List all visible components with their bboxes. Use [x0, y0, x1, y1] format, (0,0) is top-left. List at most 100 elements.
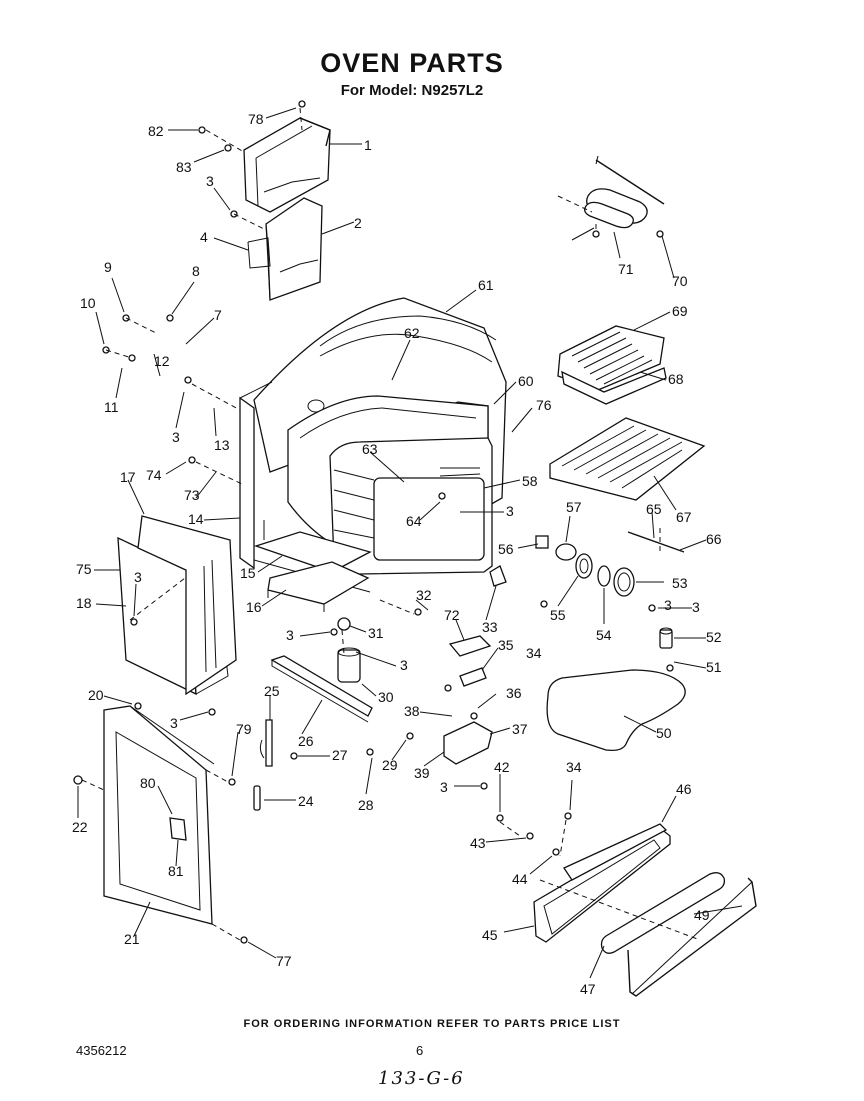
callout-label: 38	[404, 703, 420, 719]
oven-gasket-50	[546, 669, 686, 752]
screw-hardware	[73, 100, 674, 944]
callout-labels: 78 82 1 83 3 2 4 9 8 7 10 12 11 3 13 61 …	[72, 111, 722, 997]
oven-door-21	[103, 705, 215, 925]
callout-label: 13	[214, 437, 230, 453]
handwritten-note: 133-G-6	[378, 1068, 465, 1089]
callout-label: 8	[192, 263, 200, 279]
callout-label: 2	[354, 215, 362, 231]
callout-label: 57	[566, 499, 582, 515]
drawer-handle-47	[600, 872, 726, 954]
callout-label: 34	[526, 645, 542, 661]
callout-label: 22	[72, 819, 88, 835]
callout-label: 28	[358, 797, 374, 813]
rod-65	[627, 528, 685, 553]
leader-lines	[77, 107, 743, 979]
callout-label: 4	[200, 229, 208, 245]
callout-label: 27	[332, 747, 348, 763]
drip-tray-16	[267, 561, 370, 612]
callout-label: 67	[676, 509, 692, 525]
bottom-frame-15	[253, 531, 372, 573]
trim-rod-70	[595, 155, 665, 205]
callout-label: 51	[706, 659, 722, 675]
callout-label: 79	[236, 721, 252, 737]
callout-label: 25	[264, 683, 280, 699]
callout-label: 3	[440, 779, 448, 795]
callout-label: 58	[522, 473, 538, 489]
callout-label: 3	[664, 597, 672, 613]
callout-label: 45	[482, 927, 498, 943]
callout-label: 66	[706, 531, 722, 547]
callout-label: 24	[298, 793, 314, 809]
callout-label: 18	[76, 595, 92, 611]
callout-label: 54	[596, 627, 612, 643]
side-panel-17	[137, 515, 237, 696]
callout-label: 44	[512, 871, 528, 887]
callout-label: 46	[676, 781, 692, 797]
thermostat-30	[337, 647, 361, 683]
oven-front-frame-58	[329, 437, 493, 575]
callout-label: 21	[124, 931, 140, 947]
callout-label: 69	[672, 303, 688, 319]
callout-label: 77	[276, 953, 292, 969]
hinge-pin-24	[253, 785, 261, 811]
ordering-note: FOR ORDERING INFORMATION REFER TO PARTS …	[243, 1018, 621, 1030]
callout-label: 10	[80, 295, 96, 311]
broiler-grid-69	[557, 325, 665, 391]
callout-label: 3	[400, 657, 408, 673]
alignment-dashes	[81, 107, 701, 941]
callout-label: 62	[404, 325, 420, 341]
callout-label: 61	[478, 277, 494, 293]
callout-label: 3	[206, 173, 214, 189]
callout-label: 29	[382, 757, 398, 773]
callout-label: 33	[482, 619, 498, 635]
bracket-26	[270, 655, 373, 723]
model-subtitle: For Model: N9257L2	[340, 82, 484, 99]
bracket-assembly	[443, 565, 507, 765]
callout-label: 74	[146, 467, 162, 483]
callout-label: 83	[176, 159, 192, 175]
callout-label: 3	[692, 599, 700, 615]
callout-label: 36	[506, 685, 522, 701]
callout-label: 9	[104, 259, 112, 275]
callout-label: 65	[646, 501, 662, 517]
callout-label: 78	[248, 111, 264, 127]
callout-label: 17	[120, 469, 136, 485]
callout-label: 26	[298, 733, 314, 749]
callout-label: 3	[506, 503, 514, 519]
callout-label: 47	[580, 981, 596, 997]
callout-label: 70	[672, 273, 688, 289]
callout-label: 3	[172, 429, 180, 445]
callout-label: 63	[362, 441, 378, 457]
callout-label: 80	[140, 775, 156, 791]
callout-label: 68	[668, 371, 684, 387]
callout-label: 53	[672, 575, 688, 591]
callout-label: 31	[368, 625, 384, 641]
callout-label: 81	[168, 863, 184, 879]
callout-label: 34	[566, 759, 582, 775]
drawer-panel-46	[563, 823, 668, 881]
callout-label: 7	[214, 307, 222, 323]
callout-label: 42	[494, 759, 510, 775]
knob-52	[659, 627, 673, 649]
document-number: 4356212	[76, 1043, 127, 1058]
callout-label: 16	[246, 599, 262, 615]
callout-label: 1	[364, 137, 372, 153]
broiler-pan-68	[561, 367, 667, 405]
callout-label: 76	[536, 397, 552, 413]
callout-label: 56	[498, 541, 514, 557]
callout-label: 32	[416, 587, 432, 603]
callout-label: 11	[104, 399, 119, 415]
callout-label: 3	[134, 569, 142, 585]
callout-label: 73	[184, 487, 200, 503]
callout-label: 75	[76, 561, 92, 577]
page-title: OVEN PARTS	[320, 48, 504, 78]
trim-piece-71	[584, 188, 648, 229]
page-number: 6	[416, 1043, 424, 1058]
callout-label: 60	[518, 373, 534, 389]
hinge-25	[259, 719, 273, 767]
callout-label: 43	[470, 835, 486, 851]
callout-label: 14	[188, 511, 204, 527]
callout-label: 15	[240, 565, 256, 581]
